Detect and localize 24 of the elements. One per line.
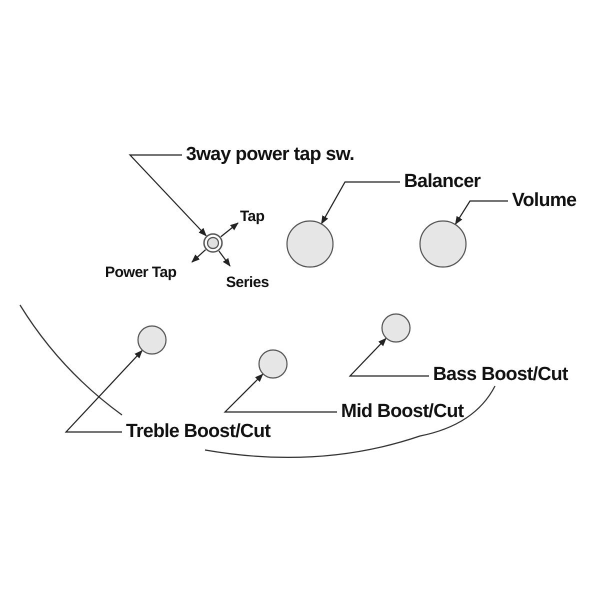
control-label: Power Tap	[105, 264, 176, 280]
knob	[381, 313, 411, 343]
knob	[419, 220, 467, 268]
control-label: Volume	[512, 190, 576, 210]
leader-line	[128, 154, 207, 236]
leader-line	[321, 181, 400, 224]
leader-line	[191, 249, 206, 263]
leader-line	[348, 338, 429, 377]
leader-line	[454, 200, 508, 225]
control-label: Tap	[240, 208, 264, 224]
leader-line	[220, 222, 239, 238]
control-label: 3way power tap sw.	[186, 144, 354, 164]
switch-knob	[203, 233, 223, 253]
knob	[286, 220, 334, 268]
control-label: Bass Boost/Cut	[433, 364, 568, 384]
knob	[258, 349, 288, 379]
leader-line	[64, 350, 143, 433]
leader-line	[218, 250, 230, 267]
control-label: Mid Boost/Cut	[341, 402, 464, 421]
control-label: Series	[226, 274, 269, 290]
control-label: Balancer	[404, 172, 480, 191]
leader-line	[224, 374, 337, 413]
control-label: Treble Boost/Cut	[126, 422, 270, 441]
knob	[137, 325, 167, 355]
